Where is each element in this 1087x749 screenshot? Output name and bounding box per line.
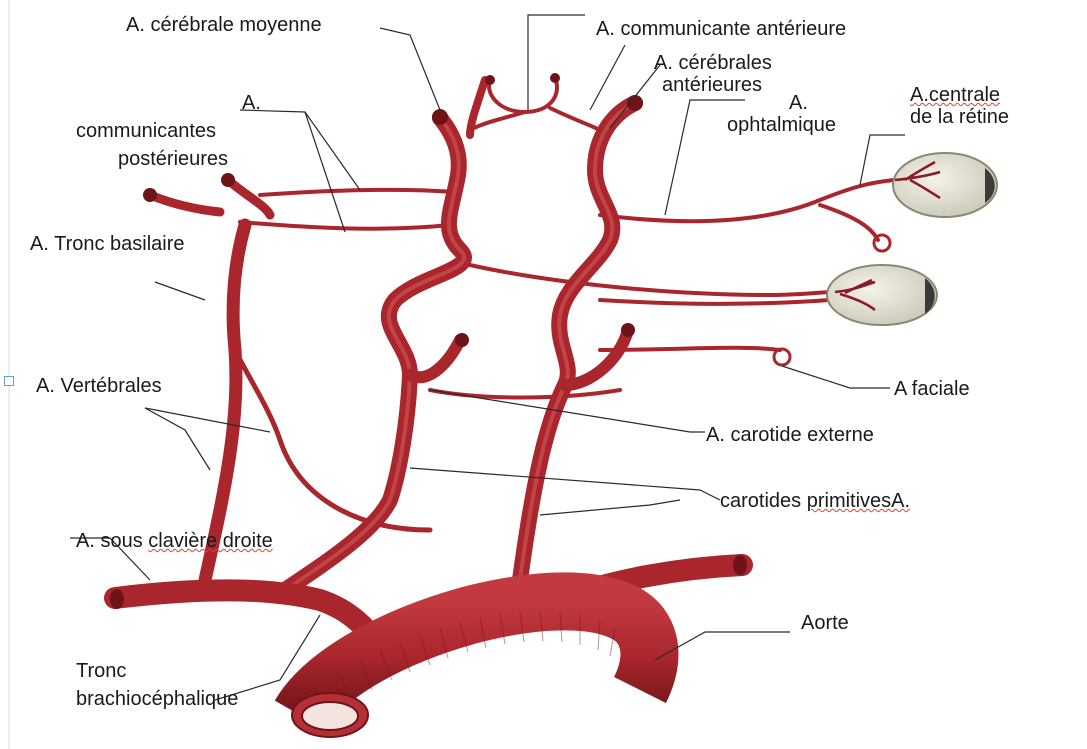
anterior-cerebral-left xyxy=(470,112,525,130)
label-communicantes-posterieures-line3: postérieures xyxy=(118,148,261,170)
label-aorte: Aorte xyxy=(801,612,849,634)
label-vertebrales: A. Vertébrales xyxy=(36,375,162,397)
label-centrale-retine: A.centrale de la rétine xyxy=(910,84,1009,128)
label-tronc-basilaire: A. Tronc basilaire xyxy=(30,233,185,255)
lower-eye-branch xyxy=(600,300,830,304)
label-sous-claviere-part2: clavière droite xyxy=(148,530,273,552)
right-carotid-column xyxy=(470,73,643,580)
label-carotides-primitives: carotides primitivesA. xyxy=(720,490,910,512)
label-carotide-externe: A. carotide externe xyxy=(706,424,874,446)
label-tronc-brachiocephalique: Tronc brachiocéphalique xyxy=(76,660,238,710)
left-carotid-column xyxy=(285,109,469,590)
label-carotides-primitives-part2: primitivesA. xyxy=(807,490,910,512)
ophthalmic-ring xyxy=(874,235,890,251)
label-centrale-retine-line1: A.centrale xyxy=(910,84,1009,106)
label-sous-claviere-part1: A. sous xyxy=(76,530,148,552)
label-tronc-brachiocephalique-line1: Tronc xyxy=(76,660,238,682)
eyeball-lower xyxy=(827,265,937,325)
label-ophtalmique-line1: A. xyxy=(789,92,836,114)
posterior-communicating-lower xyxy=(240,222,450,229)
ophthalmic-artery-lower xyxy=(470,265,835,295)
facial-ring xyxy=(774,349,790,365)
label-ophtalmique-line2: ophtalmique xyxy=(727,114,836,136)
label-communicantes-posterieures-line2: communicantes xyxy=(76,120,261,142)
label-faciale: A faciale xyxy=(894,378,970,400)
anterior-cerebral-right xyxy=(550,108,600,130)
label-communicantes-posterieures-line1: A. xyxy=(242,92,261,114)
label-cerebrale-moyenne: A. cérébrale moyenne xyxy=(126,14,322,36)
label-tronc-brachiocephalique-line2: brachiocéphalique xyxy=(76,688,238,710)
external-carotid-link xyxy=(430,390,620,398)
ophthalmic-loop-upper xyxy=(820,205,878,240)
label-cerebrales-anterieures: A. cérébrales antérieures xyxy=(654,52,772,96)
label-carotides-primitives-part1: carotides xyxy=(720,490,807,512)
communicating-anterior-arch xyxy=(489,78,557,112)
label-sous-claviere-droite: A. sous clavière droite xyxy=(76,530,273,552)
label-cerebrales-anterieures-line1: A. cérébrales xyxy=(654,52,772,74)
label-ophtalmique: A. ophtalmique xyxy=(727,92,836,136)
eyeball-upper xyxy=(893,153,997,217)
label-centrale-retine-line2: de la rétine xyxy=(910,106,1009,128)
posterior-communicating-upper xyxy=(260,190,455,195)
label-communicantes-posterieures: A. communicantes postérieures xyxy=(76,92,261,170)
label-communicante-anterieure: A. communicante antérieure xyxy=(596,18,846,40)
